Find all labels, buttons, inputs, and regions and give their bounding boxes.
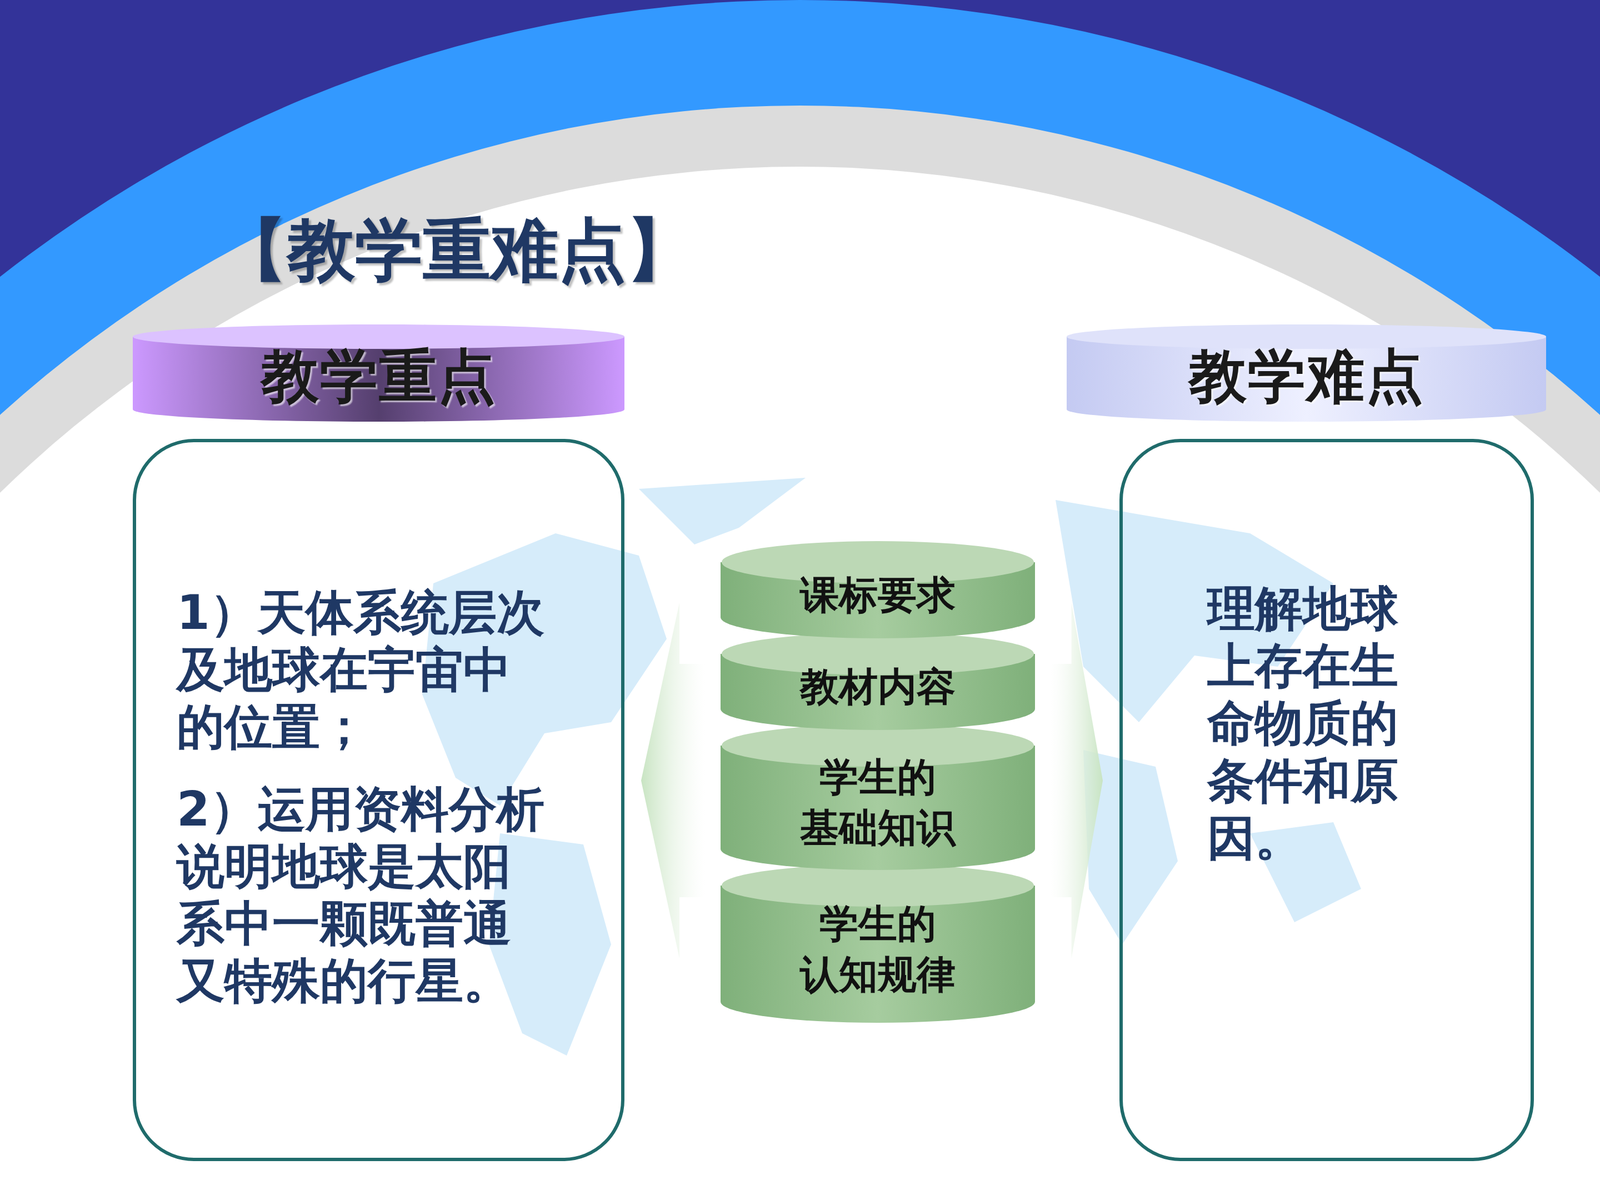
body-text: 2）运用资料分析说明地球是太阳系中一颗既普通又特殊的行星。 bbox=[176, 780, 550, 1010]
body-text: 理解地球上存在生命物质的条件和原因。 bbox=[1207, 580, 1413, 867]
disc-body bbox=[1066, 336, 1547, 422]
node-label: 教学难点 bbox=[1188, 338, 1425, 417]
cylinder-disc: 学生的 基础知识 bbox=[720, 724, 1035, 870]
node-label: 课标要求 bbox=[800, 570, 956, 621]
cylinder-disc: 课标要求 bbox=[720, 541, 1035, 639]
cylinder-disc: 学生的 认知规律 bbox=[720, 864, 1035, 1023]
node-label: 学生的 基础知识 bbox=[780, 752, 975, 854]
disc-body bbox=[720, 885, 1035, 1023]
block-arrow bbox=[641, 602, 705, 959]
header-disc: 教学难点 bbox=[1066, 324, 1547, 422]
block-arrow bbox=[1050, 602, 1103, 959]
header-disc: 教学重点 bbox=[132, 324, 625, 422]
disc-top bbox=[721, 864, 1034, 907]
slide-title: 【教学重难点】 bbox=[219, 205, 694, 297]
content-box: 理解地球上存在生命物质的条件和原因。 bbox=[1119, 438, 1534, 1162]
content-box: 1）天体系统层次及地球在宇宙中的位置； 2）运用资料分析说明地球是太阳系中一颗既普… bbox=[132, 438, 625, 1162]
disc-body bbox=[132, 336, 625, 422]
node-label: 教学重点 bbox=[261, 338, 497, 417]
cylinder-disc: 教材内容 bbox=[720, 632, 1035, 730]
disc-body bbox=[720, 745, 1035, 870]
body-text: 1）天体系统层次及地球在宇宙中的位置； bbox=[176, 583, 550, 757]
node-label: 学生的 认知规律 bbox=[780, 898, 975, 1000]
white-circle bbox=[0, 166, 1600, 1200]
node-label: 教材内容 bbox=[800, 661, 956, 713]
grey-ring bbox=[0, 105, 1600, 1200]
